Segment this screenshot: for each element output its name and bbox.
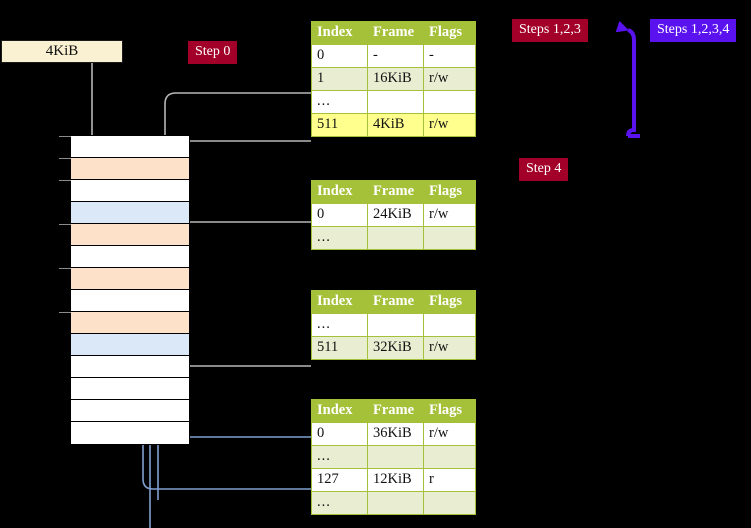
cell-frame: 12KiB [367,468,424,492]
cell-flags [423,313,476,337]
memory-frame-row [59,180,189,202]
cell-index: ... [311,491,368,515]
page-size-box: 4KiB [1,40,123,63]
cell-flags [423,226,476,250]
column-header-index: Index [311,290,368,314]
column-header-frame: Frame [367,180,424,204]
cell-frame [367,313,424,337]
cell-flags: r/w [423,113,476,137]
table-row: ... [311,226,476,250]
table-row: ... [311,313,476,337]
cell-index: ... [311,90,368,114]
cell-flags: r/w [423,67,476,91]
memory-frame-row [59,136,189,158]
cell-flags: r [423,468,476,492]
memory-frame-row [59,312,189,334]
memory-tick-mark [59,158,71,159]
memory-tick-mark [59,268,71,269]
memory-frame-row [71,378,189,400]
badge-step-4: Step 4 [519,158,569,181]
column-header-frame: Frame [367,21,424,45]
badge-step-0: Step 0 [188,41,238,64]
cell-flags [423,90,476,114]
cell-frame [367,491,424,515]
cell-index: 1 [311,67,368,91]
cell-frame: 4KiB [367,113,424,137]
memory-frame-row [59,224,189,246]
cell-index: 0 [311,422,368,446]
memory-frame-row [71,422,189,444]
page-size-label: 4KiB [45,43,79,59]
column-header-frame: Frame [367,290,424,314]
cell-frame: 32KiB [367,336,424,360]
column-header-index: Index [311,399,368,423]
memory-tick-mark [59,312,71,313]
memory-frame-row [59,158,189,180]
cell-frame: - [367,44,424,68]
badge-steps-1-2-3-4: Steps 1,2,3,4 [650,19,737,42]
cell-frame: 24KiB [367,203,424,227]
cell-flags [423,445,476,469]
cell-index: ... [311,445,368,469]
column-header-flags: Flags [423,180,476,204]
cell-frame [367,445,424,469]
memory-tick-mark [59,224,71,225]
badge-steps-1-2-3: Steps 1,2,3 [512,19,588,42]
table-row: ... [311,90,476,114]
cell-index: 127 [311,468,368,492]
memory-frame-row [71,290,189,312]
memory-tick-mark [59,180,71,181]
table-row: 0-- [311,44,476,68]
cell-flags: r/w [423,336,476,360]
cell-frame [367,90,424,114]
cell-index: ... [311,226,368,250]
column-header-flags: Flags [423,399,476,423]
memory-tick-mark [59,136,71,137]
cell-flags [423,491,476,515]
cell-frame: 36KiB [367,422,424,446]
cell-frame [367,226,424,250]
column-header-index: Index [311,180,368,204]
physical-memory-column [59,135,190,445]
memory-frame-row [71,334,189,356]
memory-frame-row [71,356,189,378]
table-row: ... [311,445,476,469]
memory-frame-row [71,400,189,422]
column-header-index: Index [311,21,368,45]
cell-index: 0 [311,203,368,227]
cell-index: 511 [311,336,368,360]
cell-index: 511 [311,113,368,137]
cell-index: 0 [311,44,368,68]
column-header-frame: Frame [367,399,424,423]
column-header-flags: Flags [423,21,476,45]
table-row: ... [311,491,476,515]
cell-frame: 16KiB [367,67,424,91]
cell-flags: - [423,44,476,68]
memory-frame-row [71,202,189,224]
memory-frame-row [71,246,189,268]
cell-flags: r/w [423,203,476,227]
memory-frame-row [59,268,189,290]
cell-flags: r/w [423,422,476,446]
cell-index: ... [311,313,368,337]
column-header-flags: Flags [423,290,476,314]
